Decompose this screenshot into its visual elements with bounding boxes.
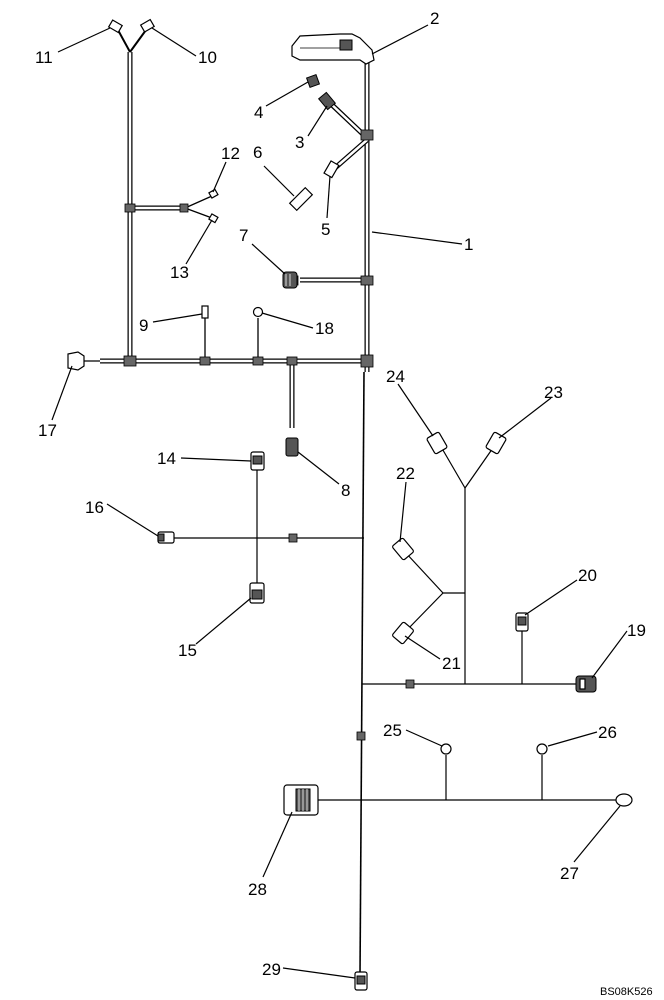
callout-27: 27 [560,864,579,883]
callout-4: 4 [254,103,263,122]
callout-8: 8 [341,481,350,500]
callout-16: 16 [85,498,104,517]
callout-15: 15 [178,641,197,660]
connector-13 [208,213,219,224]
connector-11 [107,19,124,34]
callout-12: 12 [221,144,240,163]
relay-6 [288,186,314,212]
ring-terminal-26 [536,743,548,755]
ring-terminal-25 [440,743,452,755]
callout-9: 9 [139,316,148,335]
connector-24 [426,431,448,455]
figure-code: BS08K526 [600,986,653,998]
callout-labels: 1 2 3 4 5 6 7 8 9 10 11 12 13 14 15 16 1… [35,9,646,979]
connector-20 [515,612,529,632]
connector-8 [285,437,299,457]
connector-21 [392,621,414,645]
callout-3: 3 [295,133,304,152]
leader-lines [51,24,628,979]
connector-22 [392,537,414,561]
callout-26: 26 [598,723,617,742]
callout-18: 18 [315,319,334,338]
callout-25: 25 [383,721,402,740]
callout-23: 23 [544,383,563,402]
callout-28: 28 [248,880,267,899]
connector-14 [250,451,265,471]
connector-10 [139,18,156,33]
callout-2: 2 [430,9,439,28]
callout-22: 22 [396,464,415,483]
connector-16 [157,531,175,544]
terminal-9 [201,305,209,319]
connector-17 [67,351,85,371]
callout-7: 7 [239,226,248,245]
connector-19 [575,675,597,693]
ring-terminal-18 [252,306,264,318]
callout-29: 29 [262,960,281,979]
callout-5: 5 [321,220,330,239]
callout-21: 21 [442,654,461,673]
connector-4 [305,73,321,89]
callout-14: 14 [157,449,176,468]
callout-19: 19 [627,621,646,640]
ring-terminal-27 [615,793,633,807]
callout-11: 11 [35,48,53,67]
callout-13: 13 [170,263,189,282]
callout-1: 1 [464,235,473,254]
connector-5 [323,160,340,179]
connector-15 [249,582,265,604]
connector-12 [208,188,219,199]
callout-24: 24 [386,367,405,386]
lamp-housing-part [291,33,375,65]
connector-7 [282,271,298,289]
thin-wire-bands [288,533,415,741]
callout-6: 6 [253,143,262,162]
lower-wiring [172,371,618,976]
callout-17: 17 [38,421,57,440]
callout-20: 20 [578,566,597,585]
callout-10: 10 [198,48,217,67]
connector-3 [317,91,337,111]
connector-28 [283,784,319,816]
connector-29 [354,971,368,991]
connector-23 [485,431,507,455]
